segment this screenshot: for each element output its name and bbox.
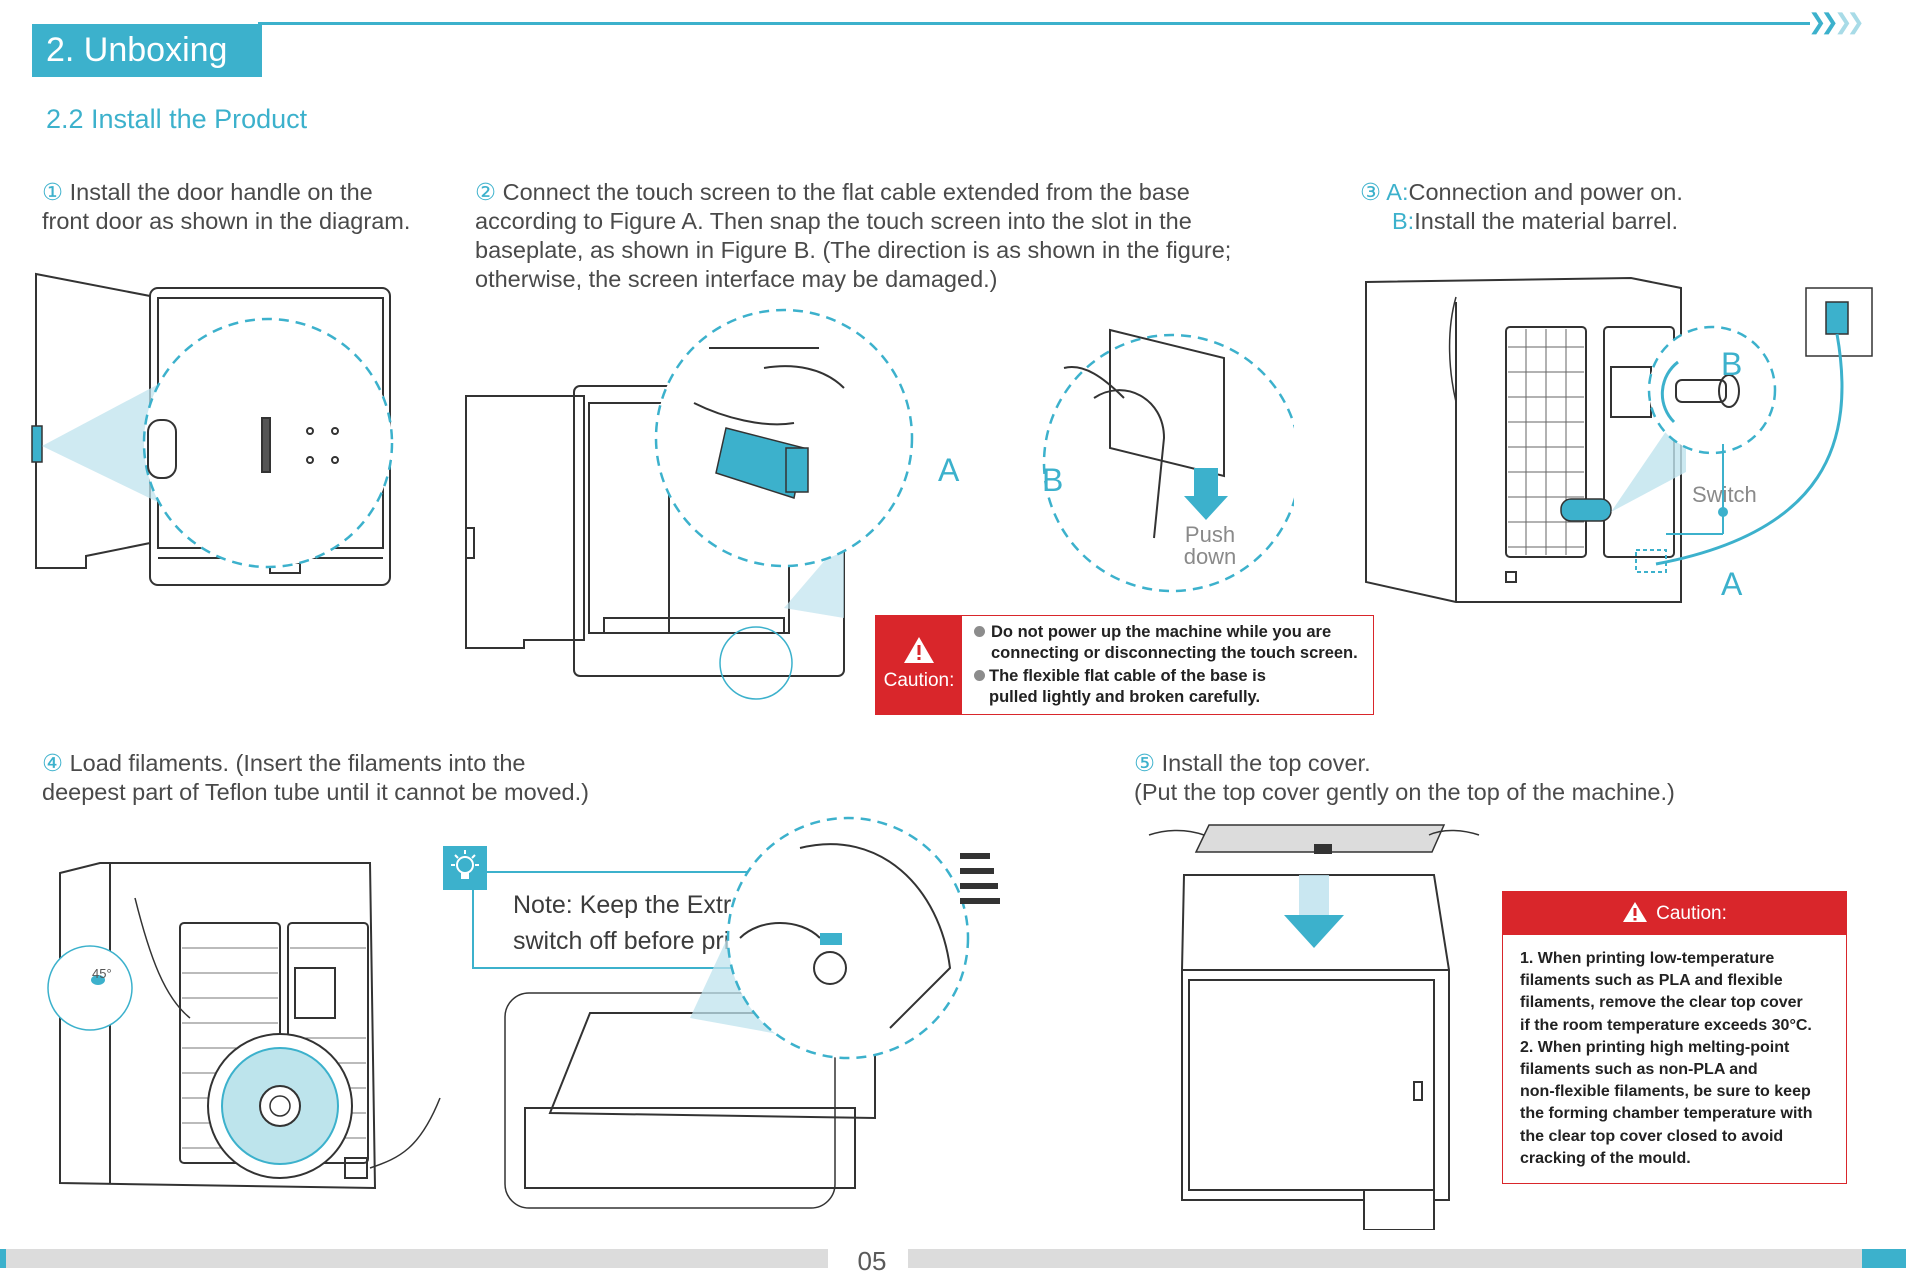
footer-bar-left [6, 1249, 828, 1268]
step-3-number: ③ [1360, 179, 1382, 205]
caution-label-panel: Caution: [876, 616, 962, 714]
push-down-label: Push down [1183, 522, 1237, 569]
step-5-number: ⑤ [1134, 750, 1156, 776]
caution-bullet-1: Do not power up the machine while you ar… [974, 622, 1358, 664]
caution-box-touch-screen: Caution: Do not power up the machine whi… [875, 615, 1374, 715]
footer-accent-right [1862, 1249, 1906, 1268]
step-2-number: ② [475, 179, 497, 205]
caution-label: Caution: [883, 670, 955, 691]
caution-body: 1. When printing low-temperature filamen… [1520, 950, 1813, 1167]
step-5-text: ⑤ Install the top cover. (Put the top co… [1134, 750, 1675, 805]
warning-icon [1623, 902, 1648, 922]
figure-b-label: B [1721, 346, 1743, 382]
step-1-text: ① Install the door handle on the front d… [42, 179, 411, 234]
footer-accent-left [0, 1249, 6, 1268]
figure-b-label: B [1042, 462, 1064, 498]
caution-bullet-2: The flexible flat cable of the base is p… [974, 666, 1266, 708]
figure-connection-power [1356, 272, 1876, 612]
warning-icon [904, 637, 934, 663]
chevron-right-icon: ❯❯ [1808, 10, 1839, 35]
figure-door-handle [30, 268, 400, 593]
figure-a-label: A [938, 452, 960, 488]
footer-bar-right [908, 1249, 1862, 1268]
caution-box-top-cover: Caution: 1. When printing low-temperatur… [1502, 891, 1847, 1184]
figure-extruder-detail [500, 808, 1100, 1218]
subsection-title: 2.2 Install the Product [46, 104, 308, 134]
section-title: 2. Unboxing [32, 24, 262, 77]
lightbulb-icon [443, 846, 487, 890]
caution-label: Caution: [1656, 903, 1727, 924]
page-number: 05 [857, 1246, 887, 1276]
step-4-text: ④ Load filaments. (Insert the filaments … [42, 750, 589, 805]
figure-load-filaments [40, 858, 470, 1193]
figure-top-cover [1144, 820, 1484, 1230]
chevron-right-icon: ❯❯ [1834, 10, 1865, 35]
figure-a-label: A [1721, 566, 1743, 602]
step-2-text: ② Connect the touch screen to the flat c… [475, 179, 1232, 292]
angle-label: 45° [92, 966, 112, 981]
caution-header: Caution: [1503, 892, 1846, 935]
switch-label: Switch [1692, 482, 1757, 507]
step-4-number: ④ [42, 750, 64, 776]
header-rule [258, 22, 1810, 25]
step-1-number: ① [42, 179, 64, 205]
step-3-text: ③ A:Connection and power on. B:Install t… [1360, 179, 1683, 234]
figure-touch-screen [464, 308, 1294, 710]
